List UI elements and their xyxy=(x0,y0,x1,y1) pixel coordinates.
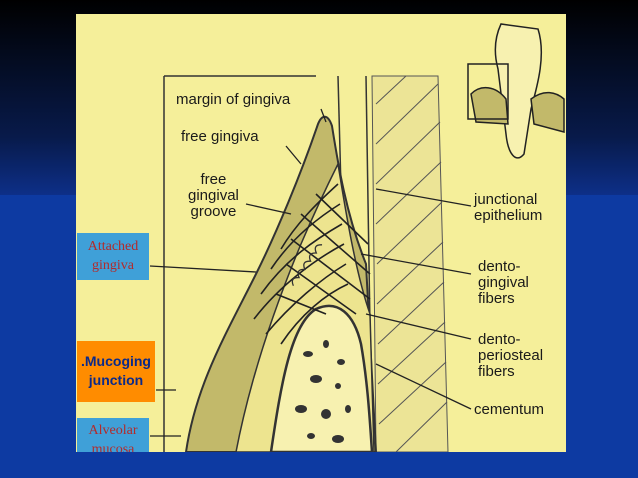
tooth-hatching xyxy=(371,75,449,452)
label-dentoperiosteal-fibers: dento- periosteal fibers xyxy=(478,331,544,380)
gingiva-illustration xyxy=(149,23,565,452)
attached-gingiva-box: Attached gingiva xyxy=(77,233,149,280)
label-leader-lines xyxy=(149,108,472,437)
gingival-fibers xyxy=(253,183,371,345)
mucogingival-junction-box: .Mucoging junction xyxy=(77,341,155,402)
label-free-gingival-groove: free gingival groove xyxy=(188,171,239,220)
label-cementum: cementum xyxy=(474,401,545,418)
alveolar-mucosa-box: Alveolar mucosa xyxy=(77,418,149,452)
label-free-gingiva: free gingiva xyxy=(181,128,259,145)
label-junctional-epithelium: junctional epithelium xyxy=(474,191,543,224)
gingiva-diagram: margin of gingiva free gingiva free ging… xyxy=(76,14,566,452)
label-dentogingival-fibers: dento- gingival fibers xyxy=(478,258,529,307)
inset-tooth-sketch xyxy=(467,23,565,159)
label-margin-of-gingiva: margin of gingiva xyxy=(176,91,291,108)
